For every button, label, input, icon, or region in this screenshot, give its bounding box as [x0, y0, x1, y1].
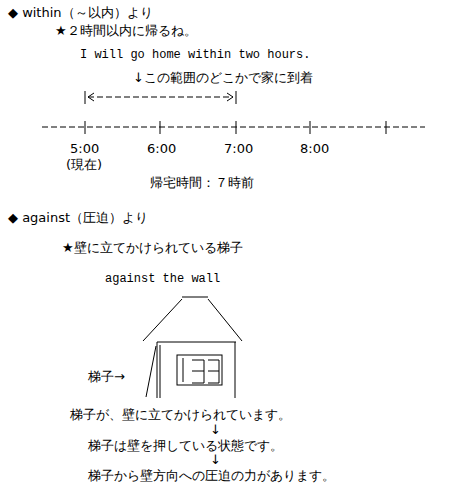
section-heading: ◆ against（圧迫）より	[8, 210, 148, 226]
time-label: 7:00	[224, 141, 253, 157]
timeline	[42, 91, 425, 134]
explanation: 梯子が、壁に立てかけられています。	[70, 407, 291, 423]
english-sentence: I will go home within two hours.	[80, 48, 310, 62]
now-note: (現在)	[66, 157, 102, 173]
example-sentence: ★２時間以内に帰るね。	[55, 23, 197, 39]
section-heading: ◆ within（～以内）より	[8, 5, 153, 21]
time-label: 6:00	[147, 141, 176, 157]
explanation: 梯子から壁方向への圧迫の力があります。	[88, 468, 335, 484]
english-phrase: against the wall	[105, 272, 220, 286]
time-label: 8:00	[300, 141, 329, 157]
example-sentence: ★壁に立てかけられている梯子	[62, 240, 243, 256]
ladder-label: 梯子→	[88, 369, 125, 385]
arrival-note: 帰宅時間：７時前	[150, 175, 254, 191]
time-label: 5:00	[70, 141, 99, 157]
down-arrow: ↓	[210, 452, 221, 468]
ladder	[146, 346, 156, 397]
range-note: ↓この範囲のどこかで家に到着	[133, 70, 313, 86]
down-arrow: ↓	[210, 422, 221, 438]
house-drawing	[143, 297, 242, 398]
explanation: 梯子は壁を押している状態です。	[88, 438, 283, 454]
